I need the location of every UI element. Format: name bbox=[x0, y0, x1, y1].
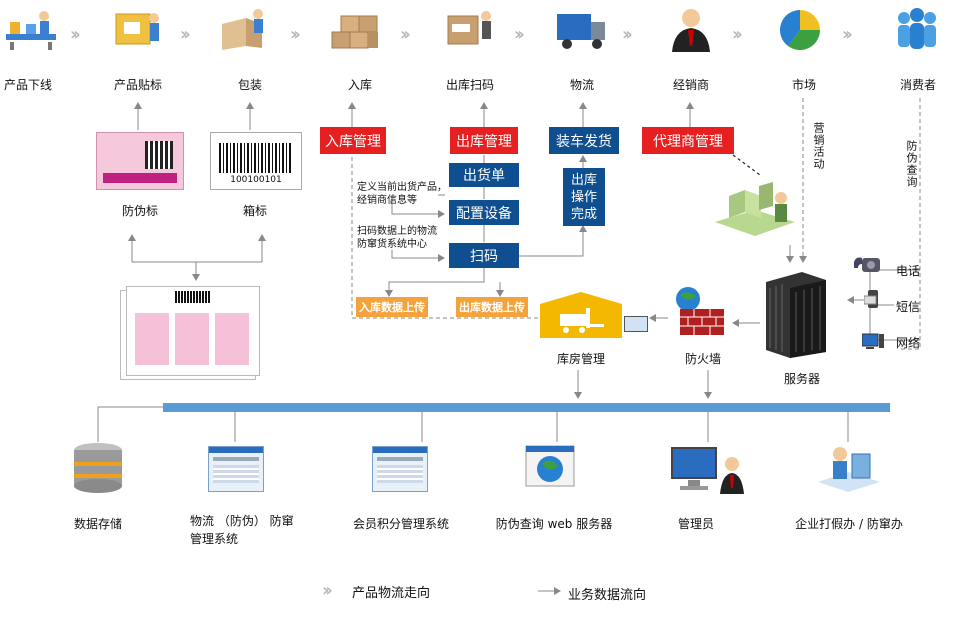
computer-icon bbox=[861, 332, 884, 350]
database-icon bbox=[72, 442, 124, 494]
points-label: 会员积分管理系统 bbox=[352, 517, 449, 531]
out-upload-box: 出库数据上传 bbox=[456, 297, 528, 317]
step-label: 消费者 bbox=[899, 78, 936, 92]
anti-fake-tag-label: 防伪标 bbox=[121, 204, 158, 218]
note-define-product: 定义当前出货产品， 经销商信息等 bbox=[357, 181, 447, 207]
enterprise-label: 企业打假办 / 防窜办 bbox=[795, 517, 903, 531]
admin-label: 管理员 bbox=[677, 517, 714, 531]
phone-label: 电话 bbox=[895, 264, 920, 278]
phone-icon bbox=[852, 254, 882, 276]
legend-product-flow: 产品物流走向 bbox=[352, 586, 431, 601]
truck-icon bbox=[555, 8, 609, 54]
note-line: 经销商信息等 bbox=[357, 195, 417, 206]
laptop-icon bbox=[624, 316, 648, 332]
assembly-line-icon bbox=[4, 6, 58, 52]
web-server-label: 防伪查询 web 服务器 bbox=[495, 517, 613, 531]
box-tag-image: 100100101 bbox=[210, 132, 302, 190]
note-line: 防窜货系统中心 bbox=[357, 239, 427, 250]
step-label: 包装 bbox=[237, 78, 262, 92]
logistics-label-1: 物流 （防伪） 防窜 bbox=[190, 514, 294, 528]
flow-chevron-icon: ›› bbox=[70, 24, 81, 45]
admin-icon bbox=[670, 446, 748, 494]
in-management-box: 入库管理 bbox=[320, 127, 386, 154]
packing-icon bbox=[218, 6, 272, 52]
flow-chevron-icon: ›› bbox=[842, 24, 853, 45]
warehouse-boxes-icon bbox=[328, 6, 382, 52]
tag-sheet-stack-icon bbox=[126, 286, 260, 376]
shipping-order-box: 出货单 bbox=[449, 163, 519, 187]
out-done-line: 出库 bbox=[570, 172, 597, 188]
marketing-label: 营销活动 bbox=[812, 122, 825, 170]
dealer-icon bbox=[664, 6, 718, 52]
pie-chart-icon bbox=[774, 6, 828, 52]
step-label: 产品贴标 bbox=[113, 78, 162, 92]
step-label: 出库扫码 bbox=[445, 78, 494, 92]
note-line: 定义当前出货产品， bbox=[357, 182, 447, 193]
storage-label: 数据存储 bbox=[73, 517, 122, 531]
server-label: 服务器 bbox=[783, 372, 820, 386]
agent-management-box: 代理商管理 bbox=[642, 127, 734, 154]
anti-fake-tag-image bbox=[96, 132, 184, 190]
out-done-line: 完成 bbox=[570, 206, 597, 222]
legend-data-flow: 业务数据流向 bbox=[568, 588, 647, 603]
out-done-box: 出库 操作 完成 bbox=[563, 168, 605, 226]
note-scan-data: 扫码数据上的物流 防窜货系统中心 bbox=[357, 225, 437, 251]
logistics-system-screenshot bbox=[208, 446, 264, 492]
enterprise-office-icon bbox=[818, 440, 880, 494]
box-tag-label: 箱标 bbox=[242, 204, 267, 218]
step-label: 产品下线 bbox=[3, 78, 52, 92]
labeling-icon bbox=[110, 6, 164, 52]
server-icon bbox=[766, 272, 826, 358]
agent-building-icon bbox=[715, 170, 795, 240]
in-upload-box: 入库数据上传 bbox=[356, 297, 428, 317]
firewall-label: 防火墙 bbox=[684, 352, 721, 366]
legend-chevron-icon: ›› bbox=[322, 580, 333, 601]
step-label: 入库 bbox=[347, 78, 372, 92]
step-label: 物流 bbox=[569, 78, 594, 92]
flow-chevron-icon: ›› bbox=[732, 24, 743, 45]
web-server-icon bbox=[524, 444, 576, 488]
note-line: 扫码数据上的物流 bbox=[357, 226, 437, 237]
out-management-box: 出库管理 bbox=[450, 127, 518, 154]
barcode-number: 100100101 bbox=[230, 175, 282, 185]
flow-chevron-icon: ›› bbox=[622, 24, 633, 45]
step-label: 市场 bbox=[791, 78, 816, 92]
flow-chevron-icon: ›› bbox=[514, 24, 525, 45]
config-device-box: 配置设备 bbox=[449, 200, 519, 225]
sms-label: 短信 bbox=[895, 300, 920, 314]
firewall-icon bbox=[668, 285, 728, 341]
flow-chevron-icon: ›› bbox=[400, 24, 411, 45]
scan-box: 扫码 bbox=[449, 243, 519, 268]
query-label: 防伪查询 bbox=[905, 140, 918, 188]
step-label: 经销商 bbox=[672, 78, 709, 92]
web-label: 网络 bbox=[895, 336, 920, 350]
points-system-screenshot bbox=[372, 446, 428, 492]
consumers-icon bbox=[890, 6, 944, 52]
flow-chevron-icon: ›› bbox=[290, 24, 301, 45]
logistics-label-2: 管理系统 bbox=[190, 532, 239, 546]
flow-chevron-icon: ›› bbox=[180, 24, 191, 45]
warehouse-mgmt-label: 库房管理 bbox=[556, 352, 605, 366]
scan-box-icon bbox=[444, 6, 498, 52]
out-done-line: 操作 bbox=[570, 189, 597, 205]
sms-icon bbox=[863, 290, 884, 308]
load-ship-box: 装车发货 bbox=[549, 127, 619, 154]
